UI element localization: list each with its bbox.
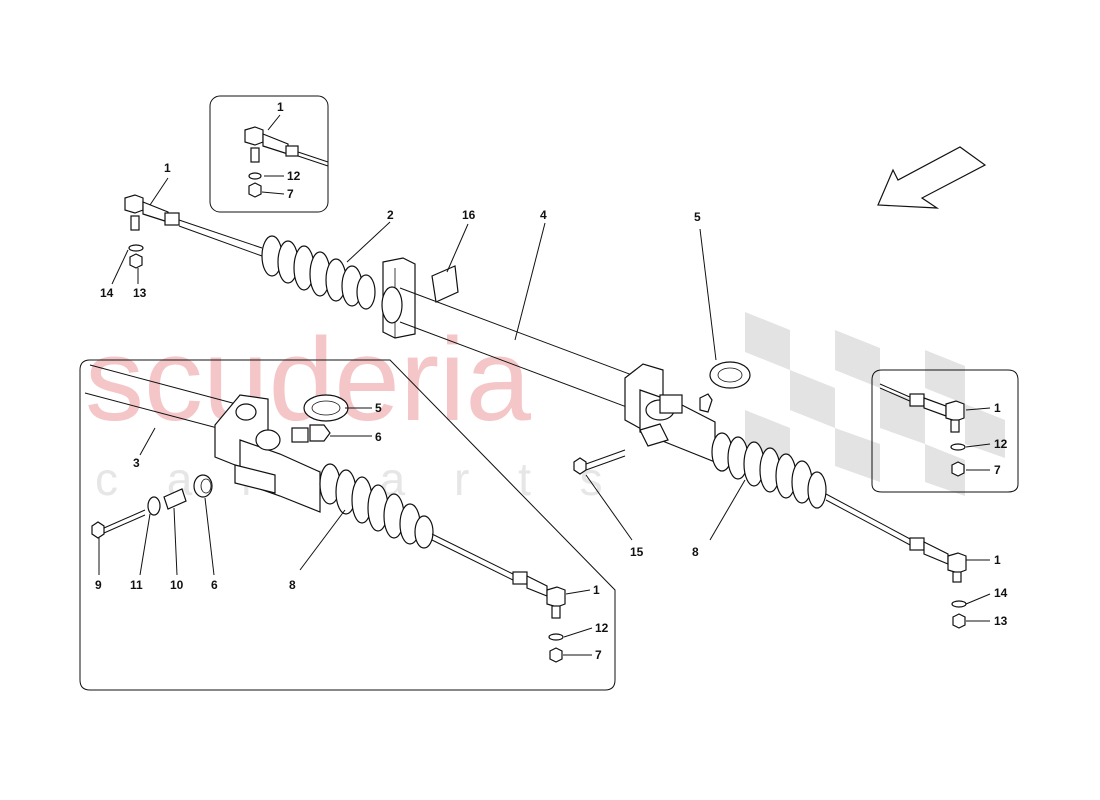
inset-bottom-washer <box>147 496 161 516</box>
label-inset-right-12: 12 <box>994 437 1008 451</box>
main-right-tie-rod-end <box>909 537 967 583</box>
inset-top: 1 12 7 <box>209 95 329 213</box>
arrow-icon <box>877 146 987 209</box>
main-assembly: 1 14 13 2 16 4 5 15 8 1 14 13 <box>100 161 1008 629</box>
label-inset-bottom-8: 8 <box>289 578 296 592</box>
label-inset-right-1: 1 <box>994 401 1001 415</box>
main-pad <box>431 265 459 303</box>
label-inset-bottom-6b: 6 <box>211 578 218 592</box>
checkered-flag-watermark <box>745 312 1005 496</box>
label-main-right-14: 14 <box>994 586 1008 600</box>
label-main-5: 5 <box>694 210 701 224</box>
main-bolt <box>573 449 626 475</box>
main-left-boot <box>261 235 376 310</box>
label-inset-bottom-7: 7 <box>595 648 602 662</box>
label-main-left-13: 13 <box>133 286 147 300</box>
label-main-16: 16 <box>462 208 476 222</box>
watermark: scuderia c a r p a r t s <box>85 312 1005 505</box>
inset-bottom-bushing <box>193 474 213 498</box>
inset-right: 1 12 7 <box>871 369 1019 493</box>
label-inset-top-12: 12 <box>287 169 301 183</box>
label-main-15: 15 <box>630 545 644 559</box>
label-main-left-14: 14 <box>100 286 114 300</box>
main-right-boot <box>711 432 827 509</box>
inset-right-tie-rod-end <box>909 393 965 433</box>
label-inset-top-1: 1 <box>277 100 284 114</box>
label-main-right-13: 13 <box>994 614 1008 628</box>
label-inset-bottom-6a: 6 <box>375 430 382 444</box>
label-inset-bottom-1: 1 <box>593 583 600 597</box>
label-inset-bottom-12: 12 <box>595 621 609 635</box>
main-left-tie-rod-end <box>124 194 180 231</box>
inset-top-tie-rod-end <box>244 126 329 167</box>
label-inset-bottom-11: 11 <box>130 578 143 592</box>
label-inset-bottom-3: 3 <box>133 456 140 470</box>
label-main-2: 2 <box>387 208 394 222</box>
inset-bottom-housing <box>214 394 331 513</box>
label-main-right-1: 1 <box>994 553 1001 567</box>
main-clamp-block <box>381 257 416 339</box>
label-main-4: 4 <box>540 208 547 222</box>
label-inset-bottom-9: 9 <box>95 578 102 592</box>
inset-bottom-boot <box>319 463 434 549</box>
inset-bottom-seal <box>303 394 349 422</box>
inset-bottom-spacer <box>163 488 187 510</box>
label-main-8: 8 <box>692 545 699 559</box>
inset-bottom: 5 6 3 9 11 10 6 8 1 12 7 <box>79 359 616 691</box>
label-inset-top-7: 7 <box>287 187 294 201</box>
label-inset-bottom-10: 10 <box>170 578 184 592</box>
main-seal <box>709 361 751 389</box>
main-rack-housing <box>624 363 716 463</box>
inset-bottom-tie-rod-end <box>512 571 566 619</box>
inset-bottom-bolt <box>91 509 146 539</box>
watermark-brand: scuderia <box>85 314 531 446</box>
label-inset-right-7: 7 <box>994 463 1001 477</box>
label-inset-bottom-5: 5 <box>375 401 382 415</box>
label-main-left-1: 1 <box>164 161 171 175</box>
